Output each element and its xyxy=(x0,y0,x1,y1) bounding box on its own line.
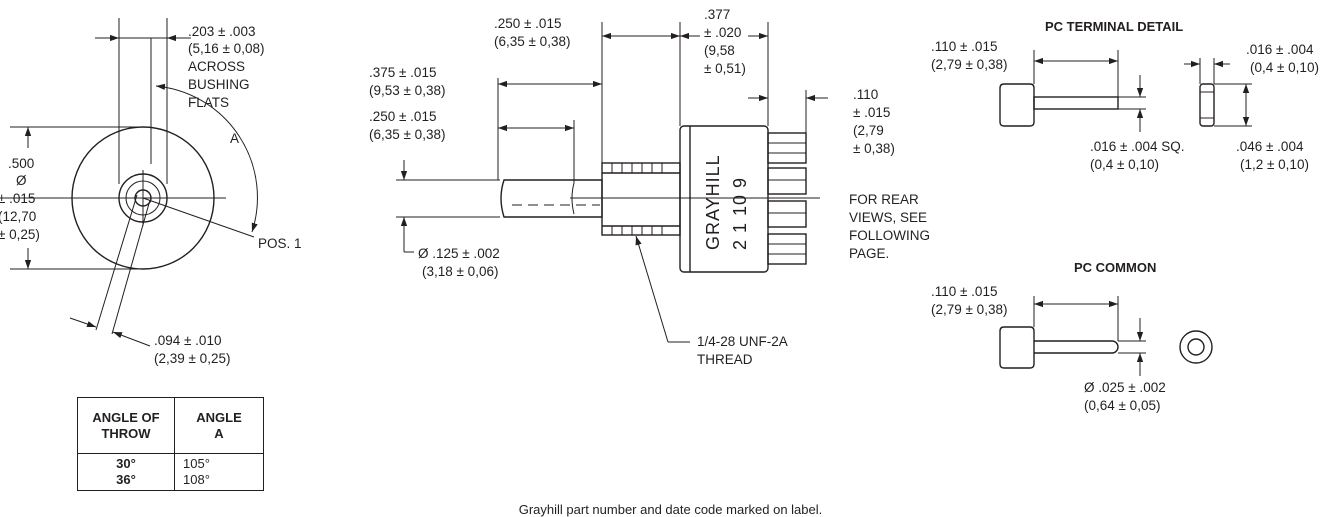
rear-note-line4: PAGE. xyxy=(849,246,889,261)
common-end-inner xyxy=(1187,338,1205,356)
dim375-line1: .375 ± .015 xyxy=(369,65,436,80)
pcc-dia-line2: (0,64 ± 0,05) xyxy=(1084,398,1160,413)
position-numbers-label: 2 1 10 9 xyxy=(730,177,750,250)
dia-line3: ± .015 xyxy=(0,191,35,206)
angle-a-label: A xyxy=(230,131,239,146)
shaft-flat-arrow-right xyxy=(112,331,151,347)
terminal-pin xyxy=(1033,96,1119,110)
bushing-body xyxy=(601,162,681,236)
pct-len-line2: (2,79 ± 0,38) xyxy=(931,57,1007,72)
angle-a-arc xyxy=(155,83,258,233)
flat-dim-line5: FLATS xyxy=(188,95,229,110)
throw-30: 30° xyxy=(116,456,136,471)
header-angle-of-throw-l2: THROW xyxy=(101,425,151,441)
pos1-label: POS. 1 xyxy=(258,236,302,251)
dia-line1: .500 xyxy=(8,156,34,171)
terminal-end-view xyxy=(1199,83,1215,127)
common-end-outer xyxy=(1179,330,1213,364)
shaft-dia-line1: Ø .125 ± .002 xyxy=(418,246,500,261)
pct-len-line1: .110 ± .015 xyxy=(931,39,997,54)
thread-line2: THREAD xyxy=(697,352,753,367)
pcc-len-line1: .110 ± .015 xyxy=(931,284,997,299)
shaft-flat-line2: (2,39 ± 0,25) xyxy=(154,351,230,366)
angle-a-values: 105° 108° xyxy=(174,453,264,491)
dim375-line2: (9,53 ± 0,38) xyxy=(369,83,445,98)
angle-of-throw-table: ANGLE OF THROW ANGLE A 30° 36° 105° 108° xyxy=(77,397,264,491)
dim377-line2: ± .020 xyxy=(704,25,741,40)
dim250a-line2: (6,35 ± 0,38) xyxy=(494,34,570,49)
front-view: .203 ± .003 (5,16 ± 0,08) ACROSS BUSHING… xyxy=(0,18,302,366)
flat-dim-line1: .203 ± .003 xyxy=(188,24,255,39)
dia-line5: ± 0,25) xyxy=(0,227,40,242)
side-view: GRAYHILL 2 1 10 9 xyxy=(369,7,930,367)
throw-values: 30° 36° xyxy=(77,453,175,491)
dim377-line4: ± 0,51) xyxy=(704,61,746,76)
dia-line4: (12,70 xyxy=(0,209,36,224)
throw-36: 36° xyxy=(116,472,136,487)
pc-common-title: PC COMMON xyxy=(1074,260,1156,275)
pct-width-line2: (1,2 ± 0,10) xyxy=(1240,157,1309,172)
pc-common-detail: PC COMMON .110 ± .015 (2,79 ± 0,38) Ø .0… xyxy=(931,260,1213,413)
dim110-line3: (2,79 xyxy=(853,123,884,138)
common-head xyxy=(999,326,1035,369)
thread-line1: 1/4-28 UNF-2A xyxy=(697,334,788,349)
header-angle-a: ANGLE A xyxy=(174,397,264,454)
pct-thick-line1: .016 ± .004 xyxy=(1246,42,1314,57)
dim110-line4: ± 0,38) xyxy=(853,141,895,156)
pcc-dia-line1: Ø .025 ± .002 xyxy=(1084,380,1166,395)
thread-marks xyxy=(611,163,663,235)
header-angle-a-l1: ANGLE xyxy=(196,409,242,425)
table-header-row: ANGLE OF THROW ANGLE A xyxy=(77,397,264,454)
pct-thick-line2: (0,4 ± 0,10) xyxy=(1250,60,1319,75)
pc-terminal-title: PC TERMINAL DETAIL xyxy=(1045,19,1183,34)
angle-108: 108° xyxy=(183,472,210,487)
pct-width-line1: .046 ± .004 xyxy=(1236,139,1304,154)
pct-sq-line2: (0,4 ± 0,10) xyxy=(1090,157,1159,172)
angle-105: 105° xyxy=(183,456,210,471)
rear-note-line2: VIEWS, SEE xyxy=(849,210,927,225)
dim250a-line1: .250 ± .015 xyxy=(494,16,561,31)
rear-note-line3: FOLLOWING xyxy=(849,228,930,243)
switch-body xyxy=(679,125,769,273)
table-row: 30° 36° 105° 108° xyxy=(77,453,264,491)
dim110-line1: .110 xyxy=(853,87,878,102)
shaft-flat-line-right xyxy=(111,199,151,335)
dim250b-line2: (6,35 ± 0,38) xyxy=(369,127,445,142)
pcc-len-line2: (2,79 ± 0,38) xyxy=(931,302,1007,317)
dim110-line2: ± .015 xyxy=(853,105,890,120)
rear-note-line1: FOR REAR xyxy=(849,192,919,207)
shaft-flat-line-left xyxy=(95,194,138,331)
header-angle-of-throw: ANGLE OF THROW xyxy=(77,397,175,454)
terminal-head xyxy=(999,83,1035,127)
pc-terminal-detail: PC TERMINAL DETAIL .110 ± .015 (2,79 ± 0… xyxy=(931,19,1319,172)
dia-line2: Ø xyxy=(16,173,27,188)
common-pin xyxy=(1034,340,1119,354)
header-angle-a-l2: A xyxy=(214,425,224,441)
shaft-dia-line2: (3,18 ± 0,06) xyxy=(422,264,498,279)
shaft-body xyxy=(500,179,603,218)
brand-label: GRAYHILL xyxy=(703,154,723,250)
terminals xyxy=(767,132,807,265)
header-angle-of-throw-l1: ANGLE OF xyxy=(92,409,160,425)
dim250b-line1: .250 ± .015 xyxy=(369,109,436,124)
dim377-line1: .377 xyxy=(704,7,730,22)
flat-dim-line2: (5,16 ± 0,08) xyxy=(188,41,264,56)
shaft-flat-arrow-left xyxy=(69,317,97,328)
flat-dim-line3: ACROSS xyxy=(188,59,245,74)
pos1-leader xyxy=(142,197,255,238)
dim377-line3: (9,58 xyxy=(704,43,735,58)
footer-note: Grayhill part number and date code marke… xyxy=(518,502,823,517)
shaft-flat-line1: .094 ± .010 xyxy=(154,333,221,348)
pct-sq-line1: .016 ± .004 SQ. xyxy=(1090,139,1184,154)
thread-leader xyxy=(635,235,669,343)
flat-dim-line4: BUSHING xyxy=(188,77,250,92)
